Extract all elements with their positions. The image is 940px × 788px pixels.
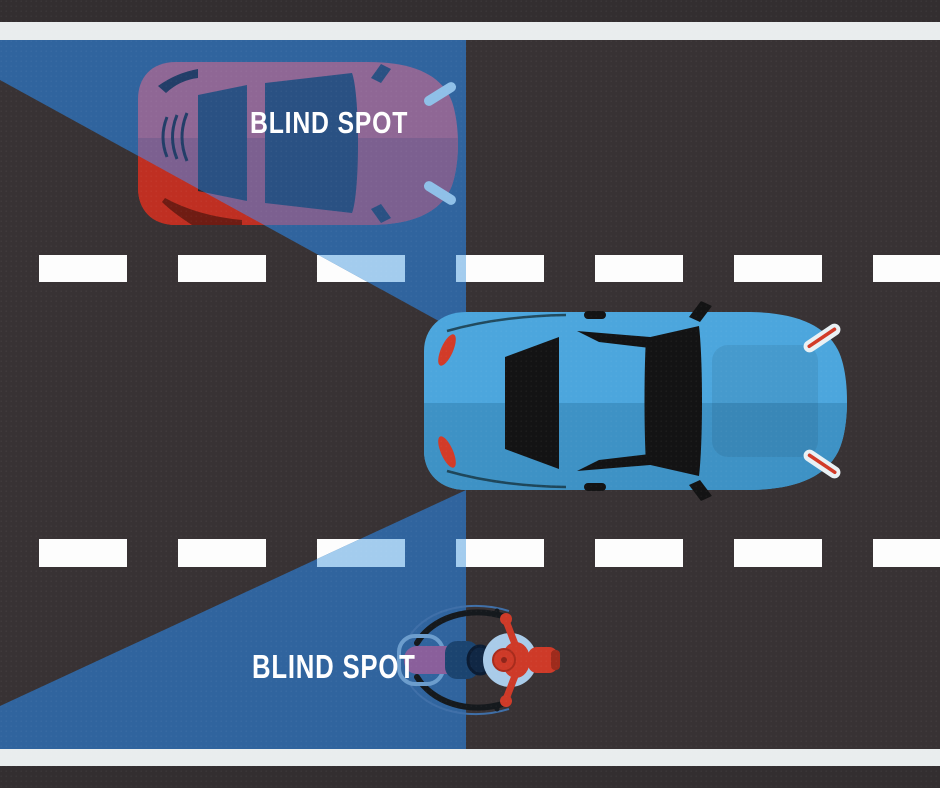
blind-spot-label-upper: BLIND SPOT: [250, 105, 409, 140]
blind-spot-label-lower: BLIND SPOT: [252, 648, 416, 685]
